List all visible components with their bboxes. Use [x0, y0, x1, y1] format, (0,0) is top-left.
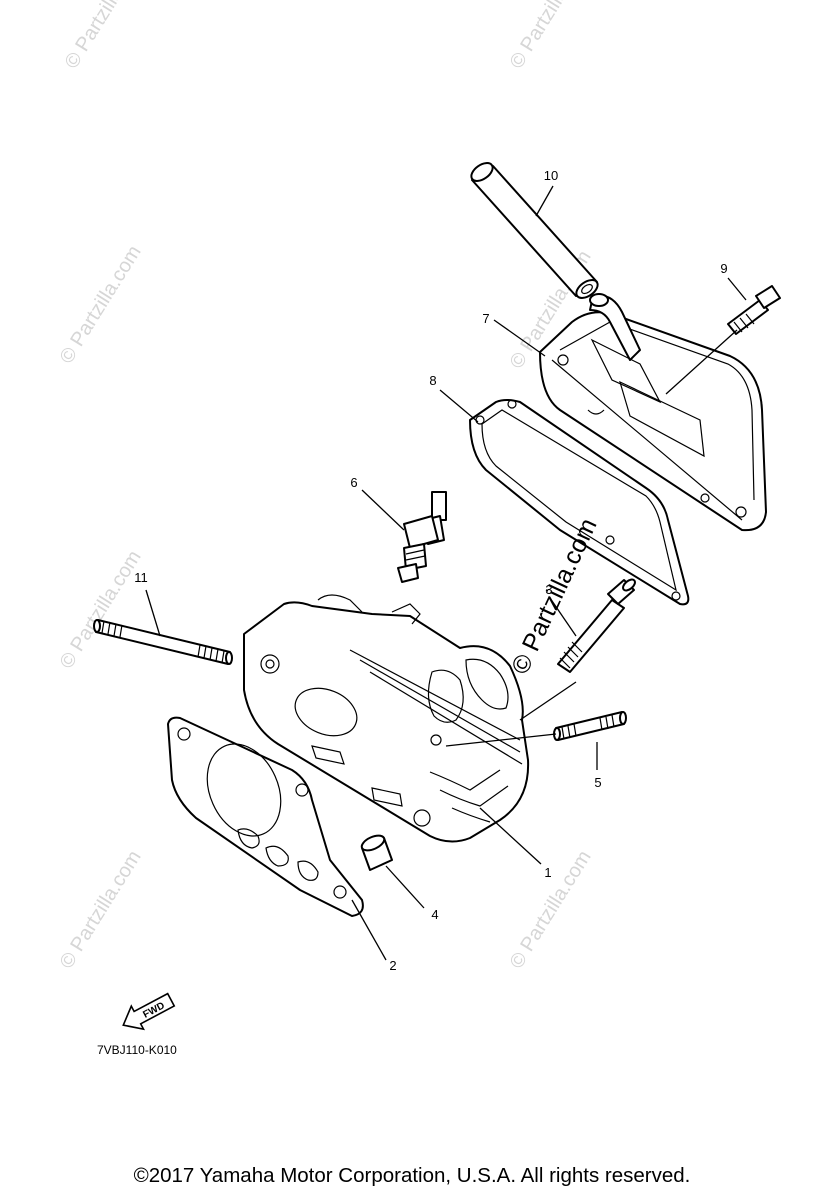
callout-7: 7	[482, 311, 489, 326]
watermark-text: © Partzilla.com	[56, 547, 146, 673]
stud-bolt-long-part[interactable]	[93, 619, 233, 665]
watermark-text: © Partzilla.com	[506, 0, 596, 73]
callout-4: 4	[431, 907, 438, 922]
watermark-text: © Partzilla.com	[56, 242, 146, 368]
callout-2: 2	[389, 958, 396, 973]
cover-bolt-part[interactable]	[727, 285, 781, 335]
stud-bolt-short-part[interactable]	[553, 711, 627, 741]
callout-1: 1	[544, 865, 551, 880]
copyright-notice: ©2017 Yamaha Motor Corporation, U.S.A. A…	[133, 1164, 691, 1187]
breather-tube-part[interactable]	[468, 159, 601, 301]
watermark-main: © Partzilla.com	[506, 514, 603, 679]
dowel-pin-part[interactable]	[360, 833, 393, 871]
callout-labels: 10 9 7 8 6 11 3 5 1 4 2	[134, 168, 727, 973]
callout-11: 11	[134, 570, 148, 585]
fwd-arrow-icon: FWD	[122, 992, 176, 1031]
head-cover-gasket-part[interactable]	[469, 399, 690, 606]
callout-9: 9	[720, 261, 727, 276]
callout-6: 6	[350, 475, 357, 490]
cylinder-head-gasket-part[interactable]	[167, 716, 364, 917]
head-bolt-part[interactable]	[557, 577, 637, 673]
callout-8: 8	[429, 373, 436, 388]
leader-lines	[145, 185, 747, 961]
callout-3: 3	[545, 582, 552, 597]
diagram-code: 7VBJ110-K010	[97, 1043, 177, 1057]
spark-plug-part[interactable]	[397, 491, 447, 583]
fwd-label: FWD	[141, 1000, 166, 1020]
callout-10: 10	[544, 168, 558, 183]
cylinder-head-part[interactable]	[243, 594, 530, 843]
head-cover-part[interactable]	[539, 293, 767, 532]
watermark-text: © Partzilla.com	[61, 0, 151, 73]
callout-5: 5	[594, 775, 601, 790]
watermark-text: © Partzilla.com	[56, 847, 146, 973]
